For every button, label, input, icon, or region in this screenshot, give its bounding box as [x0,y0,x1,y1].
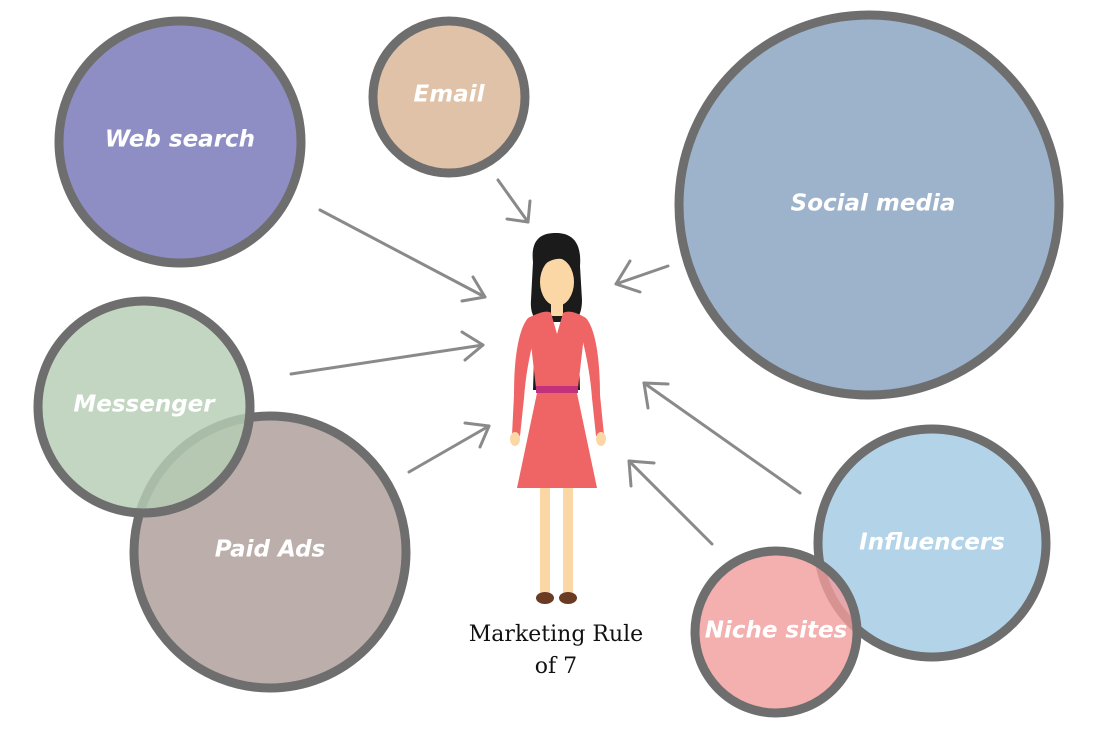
arrow-icon [496,178,532,224]
bubble-circle [690,546,862,718]
bubble-circle [368,16,530,178]
shoe-icon [536,592,554,604]
bubble-circle [33,296,255,518]
bubble-messenger: Messenger [33,296,255,518]
arrow-icon [614,259,670,294]
bubble-web-search: Web search [54,16,306,268]
bubble-label: Niche sites [705,618,848,644]
bubble-label: Paid Ads [215,537,326,563]
bubble-circle [54,16,306,268]
caption-line-2: of 7 [535,654,577,679]
bubble-social-media: Social media [674,10,1064,400]
bubble-label: Web search [105,127,255,153]
belt-icon [536,386,578,393]
caption: Marketing Rule of 7 [469,622,643,679]
arrow-icon [627,459,714,546]
caption-line-1: Marketing Rule [469,622,643,647]
bubble-label: Email [414,82,486,108]
woman-figure-icon [510,233,606,604]
shoe-icon [559,592,577,604]
bubble-label: Messenger [73,392,216,418]
arrow-icon [407,421,491,474]
bubble-circle [674,10,1064,400]
bubble-niche-sites: Niche sites [690,546,862,718]
arrows [289,178,802,546]
arrow-icon [318,208,487,303]
arrow-icon [289,330,485,376]
arrow-icon [642,381,802,495]
bubble-influencers: Influencers [813,424,1051,662]
dress-icon [528,311,586,388]
bubble-label: Influencers [859,530,1005,556]
bubble-label: Social media [791,191,956,217]
bubble-circle [813,424,1051,662]
face-icon [540,258,574,306]
bubble-email: Email [368,16,530,178]
